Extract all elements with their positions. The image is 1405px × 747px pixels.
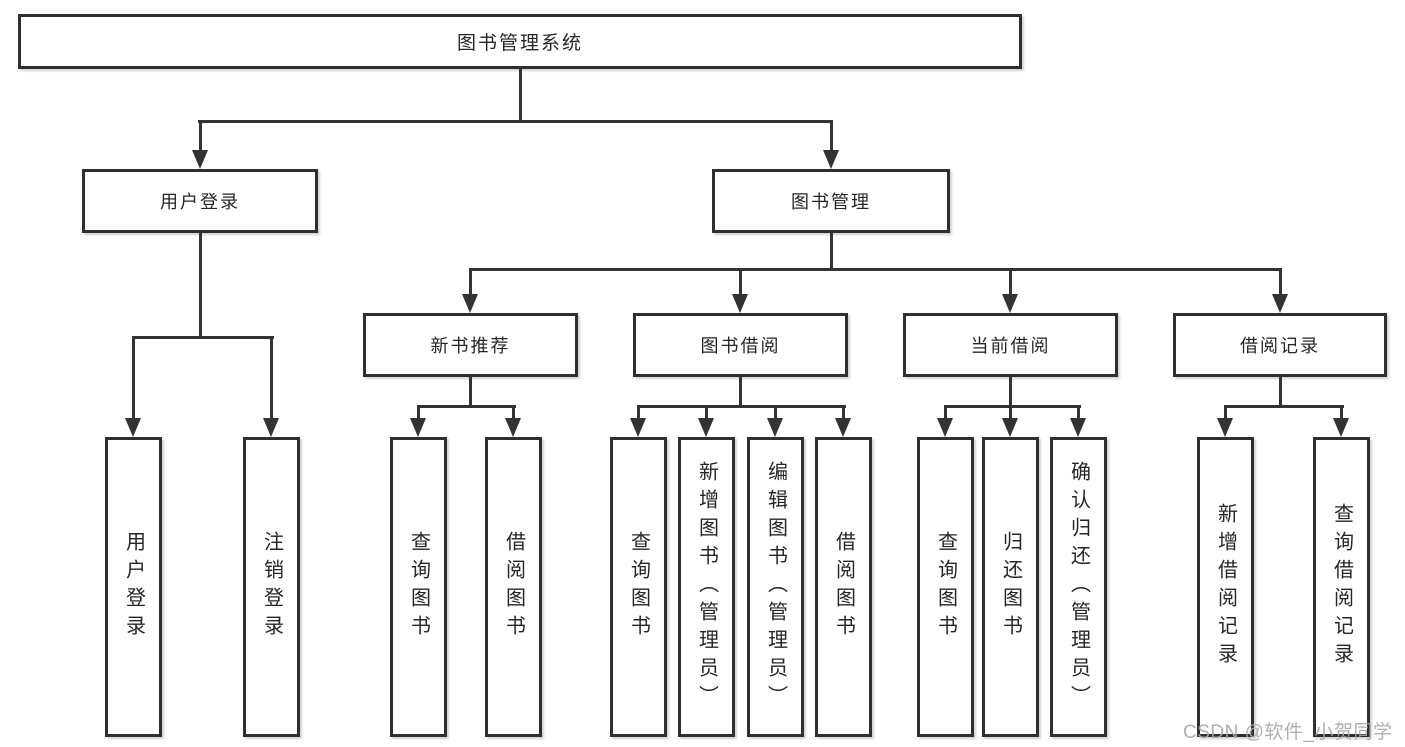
- leaf-user-login: 用户登录: [105, 437, 162, 737]
- arrowhead-new-books-2: [505, 418, 521, 437]
- leaf-borrow-query-label: 查询图书: [627, 531, 650, 643]
- leaf-current-return-label: 归还图书: [999, 531, 1022, 643]
- node-current-borrow: 当前借阅: [903, 313, 1118, 377]
- edge-book-borrow-drop-1: [637, 405, 640, 420]
- edge-current-borrow-drop-2: [1009, 405, 1012, 420]
- edge-user-login-hbar: [132, 336, 274, 339]
- leaf-newbooks-borrow-label: 借阅图书: [502, 531, 525, 643]
- arrowhead-book-mgmt: [823, 150, 839, 169]
- edge-current-borrow-hbar: [944, 405, 1081, 408]
- edge-borrow-records-drop-1: [1224, 405, 1227, 420]
- edge-book-borrow-drop-3: [774, 405, 777, 420]
- edge-book-mgmt-stub: [830, 233, 833, 271]
- leaf-newbooks-borrow: 借阅图书: [485, 437, 542, 737]
- arrowhead-borrow-records-2: [1333, 418, 1349, 437]
- edge-book-borrow-drop-4: [842, 405, 845, 420]
- leaf-records-add-label: 新增借阅记录: [1214, 503, 1237, 671]
- leaf-records-add: 新增借阅记录: [1197, 437, 1254, 737]
- arrowhead-leaf-login: [125, 418, 141, 437]
- edge-borrow-records-hbar: [1224, 405, 1344, 408]
- arrowhead-current-borrow: [1002, 294, 1018, 313]
- arrowhead-current-borrow-1: [937, 418, 953, 437]
- leaf-records-query-label: 查询借阅记录: [1330, 503, 1353, 671]
- node-book-mgmt: 图书管理: [712, 169, 950, 233]
- edge-root-to-book-mgmt: [830, 120, 833, 152]
- leaf-current-confirm: 确认归还（管理员）: [1050, 437, 1107, 737]
- edge-root-stub: [519, 69, 522, 122]
- arrowhead-book-borrow-2: [698, 418, 714, 437]
- arrowhead-book-borrow: [732, 294, 748, 313]
- leaf-logout: 注销登录: [243, 437, 300, 737]
- node-root: 图书管理系统: [18, 14, 1022, 69]
- arrowhead-borrow-records: [1272, 294, 1288, 313]
- edge-new-books-hbar: [417, 405, 516, 408]
- edge-book-borrow-drop-2: [705, 405, 708, 420]
- leaf-logout-label: 注销登录: [260, 531, 283, 643]
- edge-book-borrow-stub: [739, 377, 742, 408]
- arrowhead-borrow-records-1: [1217, 418, 1233, 437]
- arrowhead-current-borrow-2: [1002, 418, 1018, 437]
- edge-root-to-user-login: [199, 120, 202, 152]
- edge-user-login-stub: [199, 233, 202, 339]
- node-new-books: 新书推荐: [363, 313, 578, 377]
- leaf-borrow-add-label: 新增图书（管理员）: [695, 461, 718, 713]
- node-borrow-records: 借阅记录: [1173, 313, 1387, 377]
- edge-to-leaf-login: [132, 336, 135, 420]
- leaf-user-login-label: 用户登录: [122, 531, 145, 643]
- leaf-newbooks-query-label: 查询图书: [407, 531, 430, 643]
- edge-current-borrow-drop-1: [944, 405, 947, 420]
- edge-book-borrow-hbar: [637, 405, 846, 408]
- edge-to-leaf-logout: [270, 336, 273, 420]
- edge-new-books-drop-2: [512, 405, 515, 420]
- edge-new-books-stub: [469, 377, 472, 408]
- csdn-watermark: CSDN @软件_小贺同学: [1183, 722, 1393, 743]
- arrowhead-book-borrow-3: [767, 418, 783, 437]
- arrowhead-book-borrow-1: [630, 418, 646, 437]
- edge-to-book-borrow: [739, 268, 742, 296]
- leaf-newbooks-query: 查询图书: [390, 437, 447, 737]
- node-user-login: 用户登录: [82, 169, 318, 233]
- edge-to-borrow-records: [1279, 268, 1282, 296]
- edge-to-current-borrow: [1009, 268, 1012, 296]
- leaf-borrow-borrow-label: 借阅图书: [832, 531, 855, 643]
- node-book-borrow: 图书借阅: [633, 313, 848, 377]
- leaf-current-query-label: 查询图书: [934, 531, 957, 643]
- leaf-borrow-edit-label: 编辑图书（管理员）: [764, 461, 787, 713]
- leaf-current-query: 查询图书: [917, 437, 974, 737]
- leaf-borrow-add: 新增图书（管理员）: [678, 437, 735, 737]
- leaf-current-return: 归还图书: [982, 437, 1039, 737]
- leaf-records-query: 查询借阅记录: [1313, 437, 1370, 737]
- edge-current-borrow-drop-3: [1077, 405, 1080, 420]
- arrowhead-book-borrow-4: [835, 418, 851, 437]
- arrowhead-new-books: [462, 294, 478, 313]
- leaf-borrow-edit: 编辑图书（管理员）: [747, 437, 804, 737]
- arrowhead-new-books-1: [410, 418, 426, 437]
- leaf-borrow-query: 查询图书: [610, 437, 667, 737]
- edge-root-hbar: [198, 120, 833, 123]
- arrowhead-leaf-logout: [263, 418, 279, 437]
- leaf-borrow-borrow: 借阅图书: [815, 437, 872, 737]
- arrowhead-current-borrow-3: [1070, 418, 1086, 437]
- edge-borrow-records-stub: [1279, 377, 1282, 408]
- edge-current-borrow-stub: [1009, 377, 1012, 408]
- edge-to-new-books: [469, 268, 472, 296]
- edge-book-mgmt-hbar: [469, 268, 1282, 271]
- edge-borrow-records-drop-2: [1340, 405, 1343, 420]
- leaf-current-confirm-label: 确认归还（管理员）: [1067, 461, 1090, 713]
- arrowhead-user-login: [192, 150, 208, 169]
- edge-new-books-drop-1: [417, 405, 420, 420]
